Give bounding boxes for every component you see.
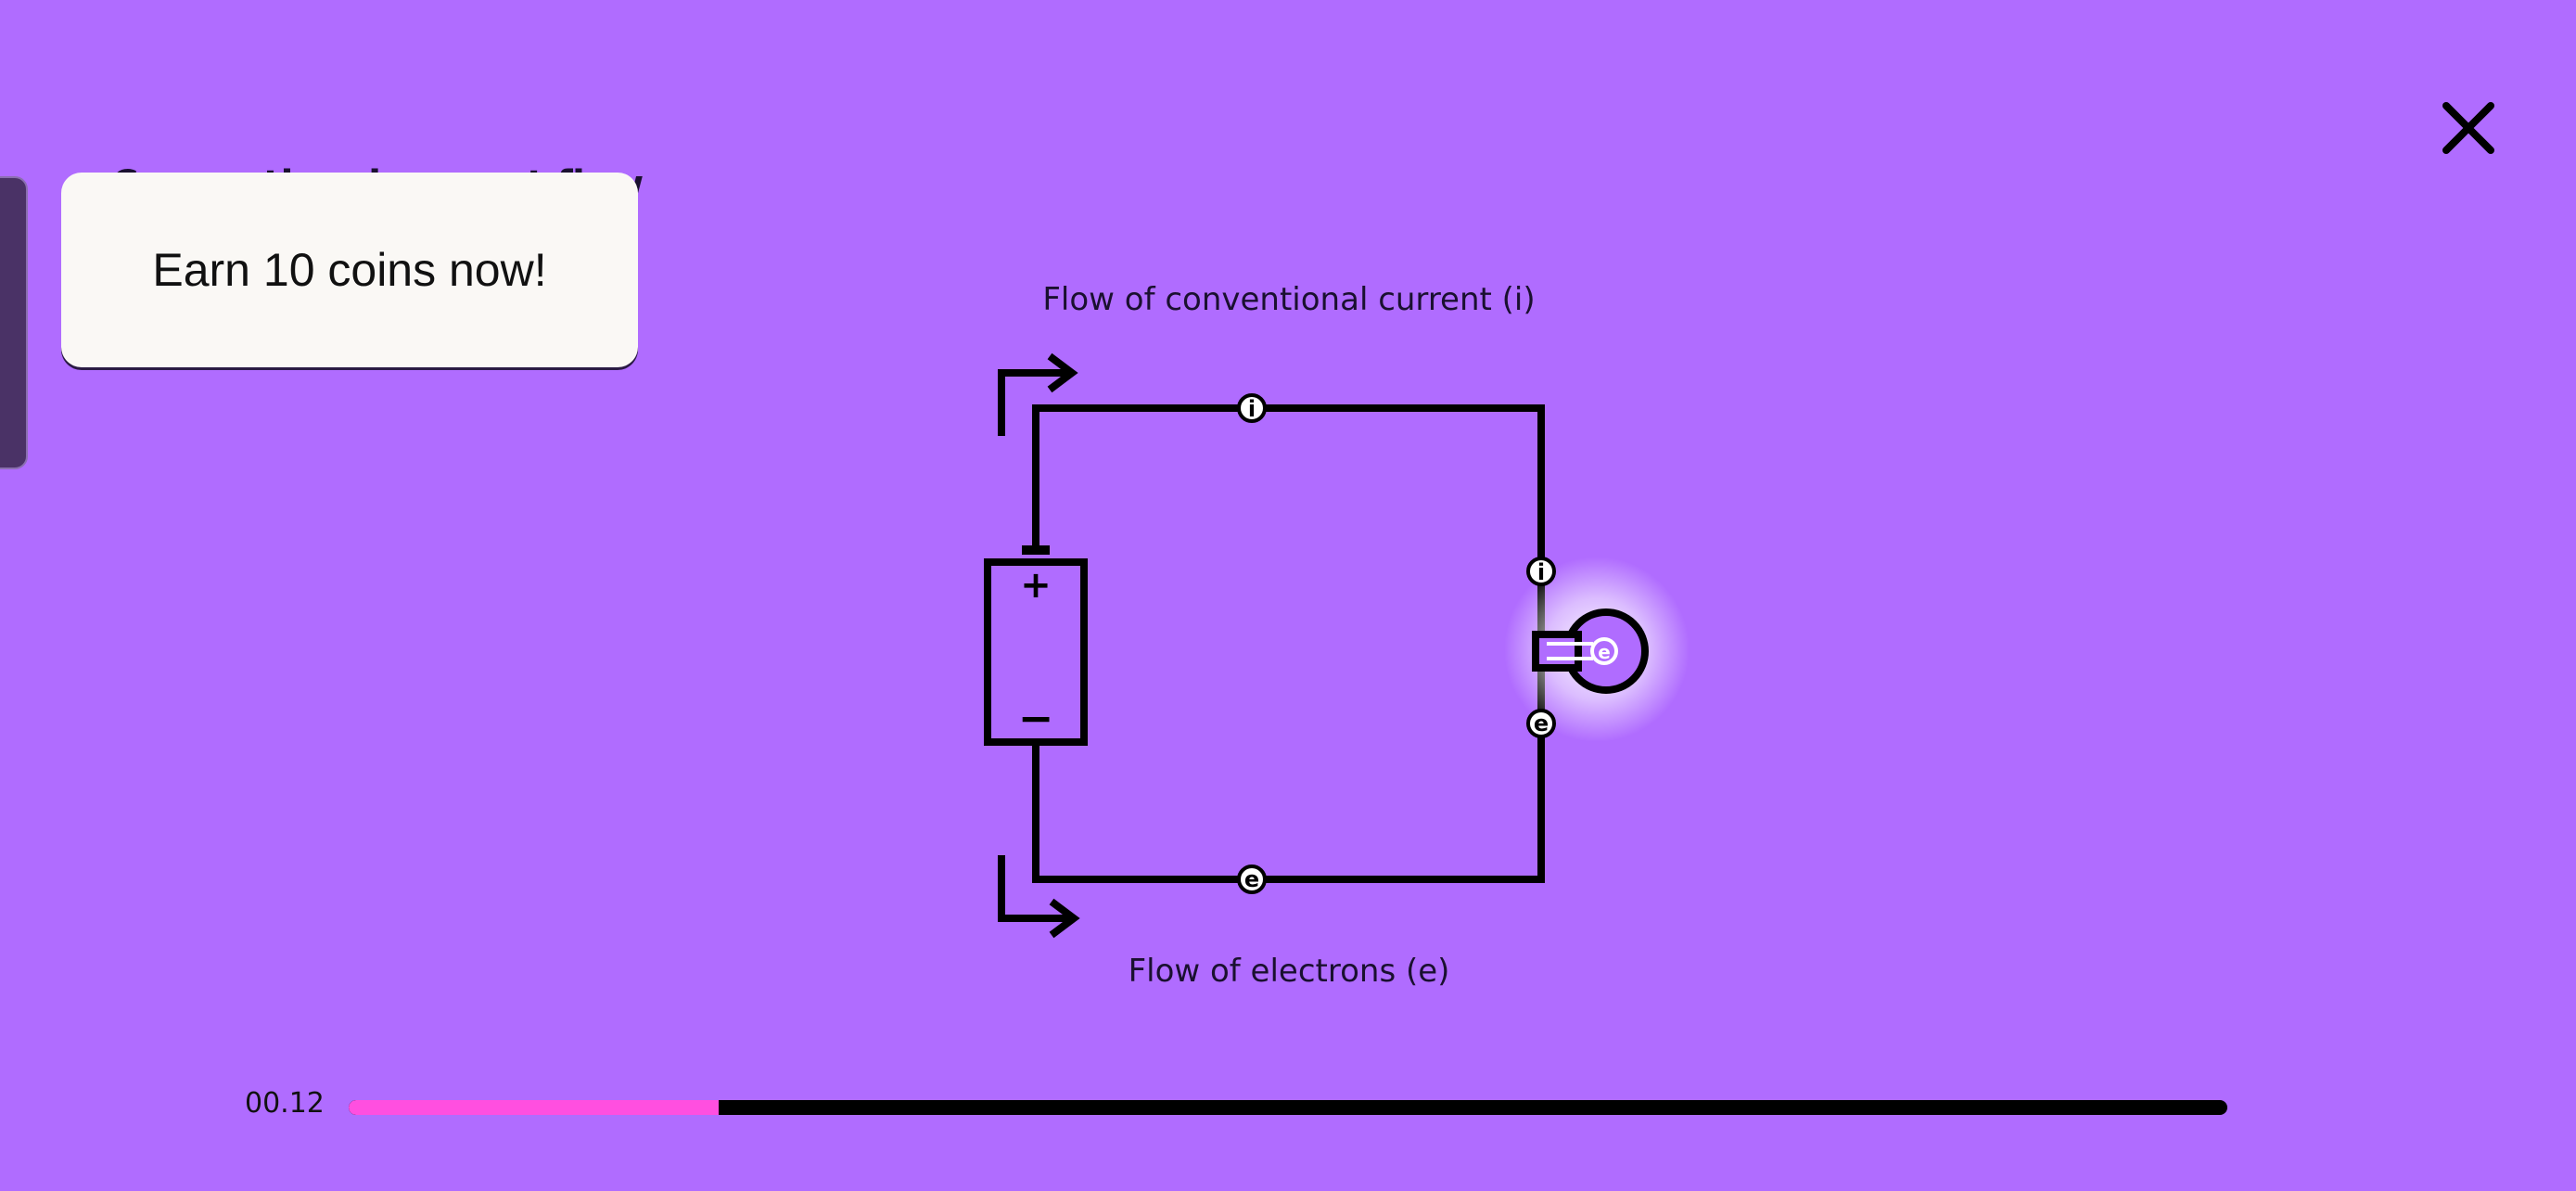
- battery: + −: [984, 545, 1088, 746]
- current-marker-top: i: [1237, 393, 1267, 423]
- current-direction-arrow: [998, 352, 1078, 436]
- circuit-wires: [1032, 404, 1545, 883]
- svg-text:e: e: [1534, 711, 1549, 736]
- battery-minus-sign: −: [1018, 693, 1054, 743]
- svg-text:i: i: [1248, 396, 1256, 422]
- playback-progress-bar[interactable]: [349, 1100, 2227, 1115]
- close-button[interactable]: [2429, 89, 2507, 167]
- playback-time: 00.12: [245, 1087, 325, 1120]
- svg-text:i: i: [1537, 559, 1545, 585]
- side-drawer-handle[interactable]: [0, 176, 28, 469]
- electron-flow-label: Flow of electrons (e): [1129, 953, 1450, 990]
- playback-progress-fill: [349, 1100, 720, 1115]
- earn-coins-card[interactable]: Earn 10 coins now!: [61, 173, 638, 367]
- svg-text:e: e: [1244, 866, 1259, 892]
- conventional-current-label: Flow of conventional current (i): [1042, 281, 1535, 318]
- light-bulb-icon: e: [1504, 557, 1690, 742]
- close-icon: [2442, 102, 2494, 154]
- battery-plus-sign: +: [1020, 564, 1052, 607]
- current-marker-right: i: [1526, 557, 1556, 586]
- electron-direction-arrow: [998, 855, 1080, 939]
- bulb-electron-marker: e: [1598, 641, 1611, 663]
- electron-marker-right: e: [1526, 709, 1556, 738]
- earn-coins-text: Earn 10 coins now!: [152, 244, 547, 296]
- electron-marker-bottom: e: [1237, 864, 1267, 894]
